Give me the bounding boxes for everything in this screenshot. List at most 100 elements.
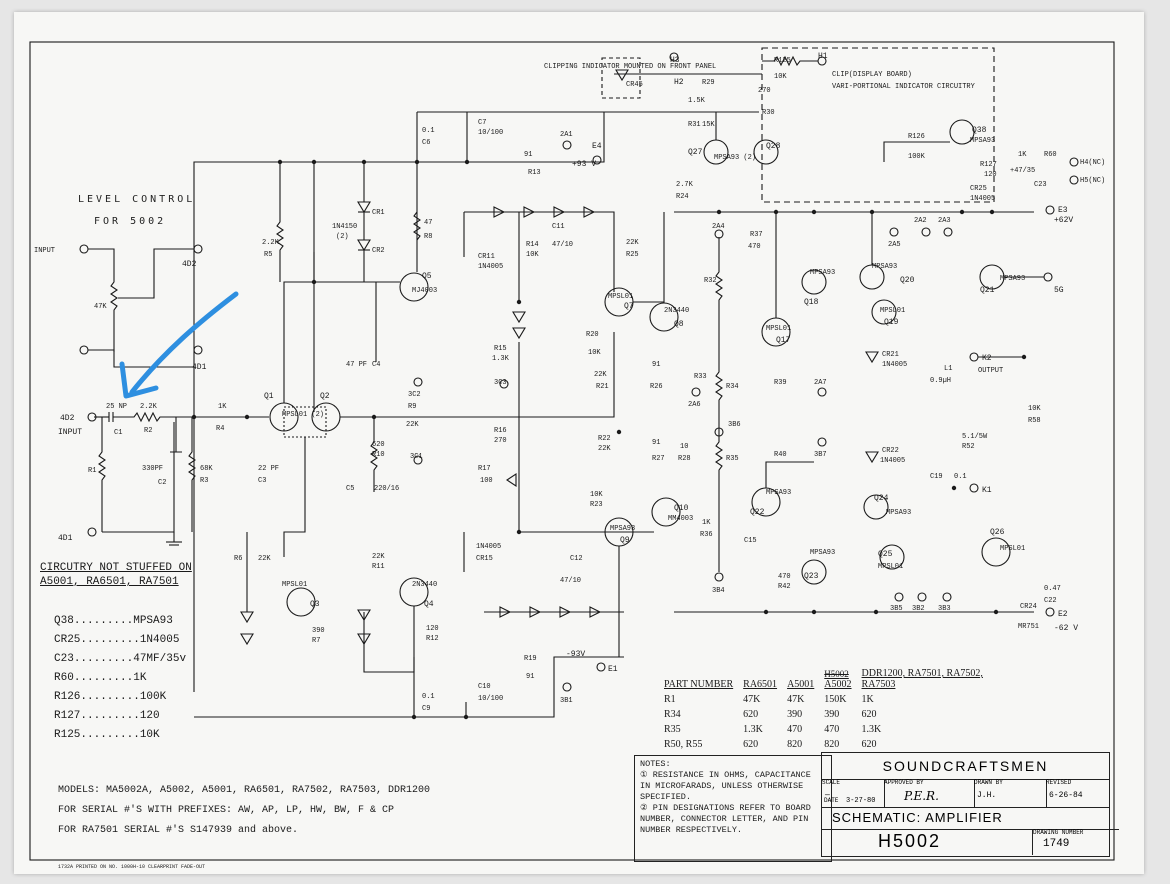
r42-label: R42 — [778, 583, 791, 591]
q23-type: MPSA93 — [810, 549, 835, 557]
c11-value: 47/10 — [552, 241, 573, 249]
node-2a3: 2A3 — [938, 217, 951, 225]
node-3c2: 3C2 — [408, 391, 421, 399]
title-block: SOUNDCRAFTSMEN SCALE — APPROVED BY P.E.R… — [821, 752, 1119, 857]
r33-label: R33 — [694, 373, 707, 381]
q38-transistor — [949, 119, 975, 145]
q26-transistor — [981, 537, 1011, 567]
q5-type: MJ4003 — [412, 287, 437, 295]
r8-label: R8 — [424, 233, 432, 241]
table-row: R34 620 390 390 620 — [659, 707, 1017, 722]
input-4d1-label: 4D1 — [58, 534, 73, 543]
annotation-arrowhead — [119, 361, 159, 399]
r16-value: 270 — [494, 437, 507, 445]
r126-value: 100K — [908, 153, 926, 161]
list-item: Q38.........MPSA93 — [54, 615, 173, 627]
c9-value: 0.1 — [422, 693, 435, 701]
r27-value: 91 — [652, 439, 660, 447]
drawing-number-label: DRAWING NUMBER — [1033, 829, 1084, 836]
r28-label: R28 — [678, 455, 691, 463]
cr2-label: CR2 — [372, 247, 385, 255]
r127-value: 120 — [984, 171, 997, 179]
r5-resistor — [276, 162, 284, 282]
r4-label: R4 — [216, 425, 224, 433]
terminal-e3 — [1045, 205, 1055, 215]
e4-label: E4 — [592, 142, 602, 151]
r25-value: 22K — [626, 239, 639, 247]
level-pot — [88, 248, 118, 352]
r60-label: R60 — [1044, 151, 1057, 159]
r15-value: 1.3K — [492, 355, 510, 363]
r125-value: 10K — [774, 73, 787, 81]
input-label: INPUT — [58, 428, 82, 437]
terminal-k2 — [969, 352, 979, 362]
c7-value: 10/100 — [478, 129, 503, 137]
r22-label: R22 — [598, 435, 611, 443]
sub-part: R125 — [54, 729, 81, 741]
q8-label: Q8 — [674, 320, 684, 329]
revised-label: REVISED — [1046, 779, 1072, 786]
table-header: A5001 — [787, 679, 815, 690]
table-cell: 47K — [743, 694, 761, 705]
node-2a1: 2A1 — [560, 131, 573, 139]
q1q2-type: MPSL01 (2) — [282, 411, 324, 419]
r19-label: R19 — [524, 655, 537, 663]
drawing-number-value: 1749 — [1043, 838, 1070, 850]
scale-cell: SCALE — — [822, 779, 885, 807]
date-cell: DATE 3-27-80 — [824, 797, 875, 805]
table-header: PART NUMBER — [664, 679, 734, 690]
sub-value: 100K — [139, 691, 167, 703]
r1-label: R1 — [88, 467, 96, 475]
node-2a2: 2A2 — [914, 217, 927, 225]
r2-label: R2 — [144, 427, 152, 435]
list-item: R127.........120 — [54, 710, 160, 722]
models-line2: FOR SERIAL #'S WITH PREFIXES: AW, AP, LP… — [58, 805, 395, 816]
q17-label: Q17 — [776, 336, 791, 345]
r24-label: R24 — [676, 193, 689, 201]
q2-label: Q2 — [320, 392, 330, 401]
r21-label: R21 — [596, 383, 609, 391]
r20-label: R20 — [586, 331, 599, 339]
schematic-sheet: LEVEL CONTROL FOR 5002 INPUT 47K 4D2 4D1… — [14, 12, 1144, 874]
r24-value: 2.7K — [676, 181, 694, 189]
q27-label: Q27 — [688, 148, 703, 157]
q19-label: Q19 — [884, 318, 899, 327]
cr15-label: CR15 — [476, 555, 493, 563]
r6-value: 22K — [258, 555, 271, 563]
r15-label: R15 — [494, 345, 507, 353]
r10-label: R10 — [372, 451, 385, 459]
sub-value: 120 — [139, 710, 160, 722]
r8-resistor — [413, 211, 421, 241]
cr1cr2-type: 1N4150 — [332, 223, 357, 231]
c19-value: 0.1 — [954, 473, 967, 481]
r37-value: 470 — [748, 243, 761, 251]
c23-label: C23 — [1034, 181, 1047, 189]
revised-cell: REVISED 6-26-84 — [1046, 779, 1108, 807]
wire-feedback — [340, 332, 615, 418]
r40-label: R40 — [774, 451, 787, 459]
cr45-led — [615, 69, 629, 82]
r27-label: R27 — [652, 455, 665, 463]
r13-label: R13 — [528, 169, 541, 177]
r26-value: 91 — [652, 361, 660, 369]
cr22-label: CR22 — [882, 447, 899, 455]
q22-label: Q22 — [750, 508, 765, 517]
k2-value: OUTPUT — [978, 367, 1003, 375]
q26-label: Q26 — [990, 528, 1005, 537]
level-control-subtitle: FOR 5002 — [94, 216, 166, 227]
l1-label: L1 — [944, 365, 952, 373]
r34-label: R34 — [726, 383, 739, 391]
circuitry-note-line2: A5001, RA6501, RA7501 — [40, 576, 179, 588]
wire-tail — [283, 437, 306, 557]
table-cell: 470 — [787, 724, 803, 735]
node-3c3: 3C3 — [494, 379, 507, 387]
c7-label: C7 — [478, 119, 486, 127]
approved-cell: APPROVED BY P.E.R. — [884, 779, 975, 807]
q10-type: MM4003 — [668, 515, 693, 523]
c5-label: C5 — [346, 485, 354, 493]
wire-r10-c5-r11 — [370, 417, 378, 492]
r30-label: R30 — [762, 109, 775, 117]
e1-label: E1 — [608, 665, 618, 674]
notes-box: NOTES: ① RESISTANCE IN OHMS, CAPACITANCE… — [634, 755, 832, 862]
terminal-4d1 — [87, 527, 97, 537]
